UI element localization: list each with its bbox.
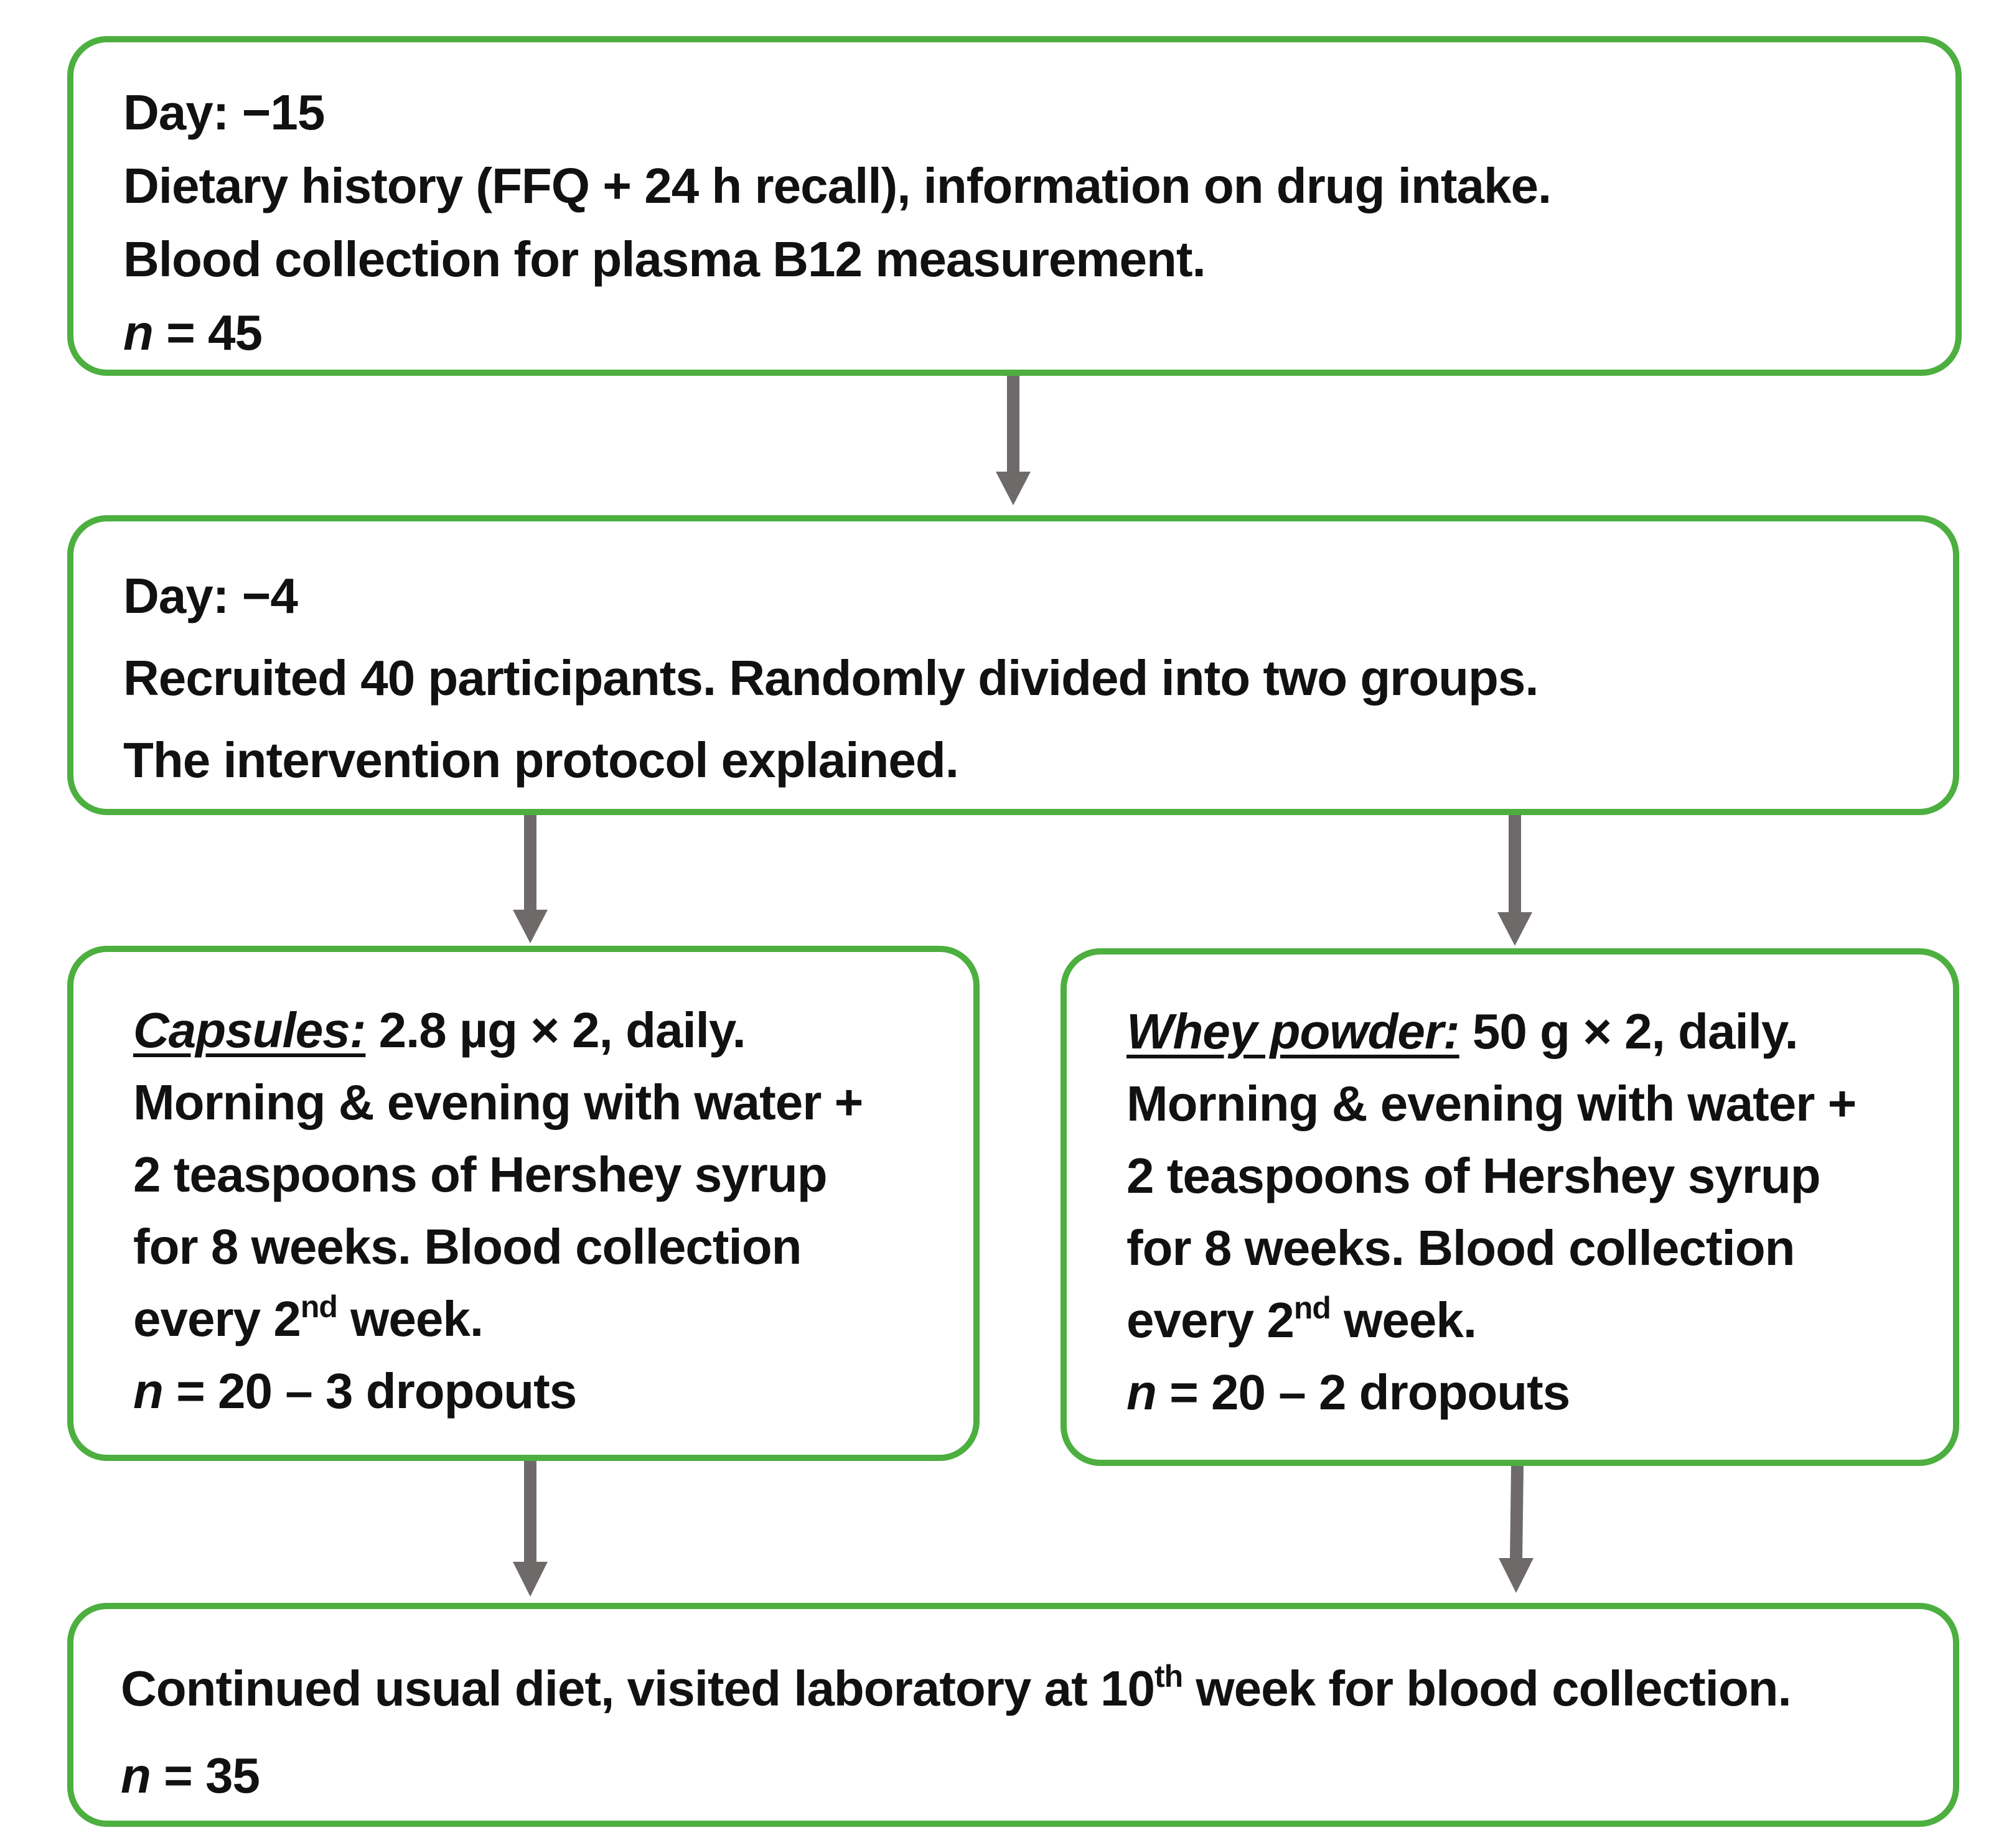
duration-text: for 8 weeks. Blood collection <box>1126 1220 1795 1276</box>
follow-up-text: Continued usual diet, visited laboratory… <box>121 1645 1953 1732</box>
sample-size: n = 45 <box>123 296 1955 370</box>
ordinal-suffix: nd <box>300 1289 338 1324</box>
sample-size: n = 20 – 2 dropouts <box>1126 1356 1953 1429</box>
whey-dose: 50 g × 2, daily. <box>1459 1004 1799 1059</box>
n-symbol: n <box>121 1748 151 1803</box>
n-value: = 20 – 3 dropouts <box>162 1363 577 1419</box>
n-value: = 35 <box>150 1748 260 1803</box>
frequency-text: every 2nd week. <box>1126 1284 1953 1356</box>
step-day-minus-15-box: Day: −15 Dietary history (FFQ + 24 h rec… <box>67 36 1962 376</box>
day-label: Day: −4 <box>123 568 298 623</box>
syrup-text: 2 teaspoons of Hershey syrup <box>133 1147 828 1202</box>
sample-size: n = 35 <box>121 1732 1953 1819</box>
n-value: = 45 <box>152 305 263 360</box>
n-value: = 20 – 2 dropouts <box>1156 1365 1570 1420</box>
capsules-dose-line: Capsules: 2.8 µg × 2, daily. <box>133 994 973 1066</box>
recruitment-text: Recruited 40 participants. Randomly divi… <box>123 650 1539 706</box>
arrow-box2-to-capsules <box>513 815 548 943</box>
whey-powder-group-box: Whey powder: 50 g × 2, daily. Morning & … <box>1061 948 1959 1466</box>
protocol-text: The intervention protocol explained. <box>123 732 959 788</box>
frequency-pre: every 2 <box>133 1291 301 1346</box>
step-day-minus-4-box: Day: −4 Recruited 40 participants. Rando… <box>67 515 1959 815</box>
frequency-post: week. <box>337 1291 484 1346</box>
follow-up-post: week for blood collection. <box>1182 1661 1791 1716</box>
duration-text: for 8 weeks. Blood collection <box>133 1219 802 1274</box>
timing-text: Morning & evening with water + <box>133 1075 863 1130</box>
follow-up-box: Continued usual diet, visited laboratory… <box>67 1603 1959 1827</box>
follow-up-pre: Continued usual diet, visited laboratory… <box>121 1661 1155 1716</box>
whey-heading: Whey powder: <box>1126 1004 1460 1059</box>
whey-dose-line: Whey powder: 50 g × 2, daily. <box>1126 996 1953 1068</box>
syrup-text: 2 teaspoons of Hershey syrup <box>1126 1148 1821 1203</box>
blood-collection-text: Blood collection for plasma B12 measurem… <box>123 231 1206 287</box>
arrow-whey-to-follow-up <box>1499 1465 1534 1593</box>
frequency-pre: every 2 <box>1126 1292 1295 1348</box>
capsules-heading: Capsules: <box>133 1002 366 1058</box>
n-symbol: n <box>1126 1365 1157 1420</box>
n-symbol: n <box>133 1363 164 1419</box>
frequency-text: every 2nd week. <box>133 1283 973 1355</box>
ordinal-suffix: nd <box>1293 1290 1331 1325</box>
capsules-group-box: Capsules: 2.8 µg × 2, daily. Morning & e… <box>67 946 980 1461</box>
arrow-capsules-to-follow-up <box>513 1461 548 1597</box>
n-symbol: n <box>123 305 154 360</box>
sample-size: n = 20 – 3 dropouts <box>133 1355 973 1427</box>
frequency-post: week. <box>1330 1292 1477 1348</box>
arrow-box1-to-box2 <box>996 376 1031 505</box>
day-label: Day: −15 <box>123 85 325 140</box>
dietary-history-text: Dietary history (FFQ + 24 h recall), inf… <box>123 158 1552 213</box>
ordinal-suffix: th <box>1154 1659 1183 1694</box>
arrow-box2-to-whey <box>1497 815 1532 946</box>
capsules-dose: 2.8 µg × 2, daily. <box>365 1002 746 1058</box>
timing-text: Morning & evening with water + <box>1126 1076 1857 1131</box>
